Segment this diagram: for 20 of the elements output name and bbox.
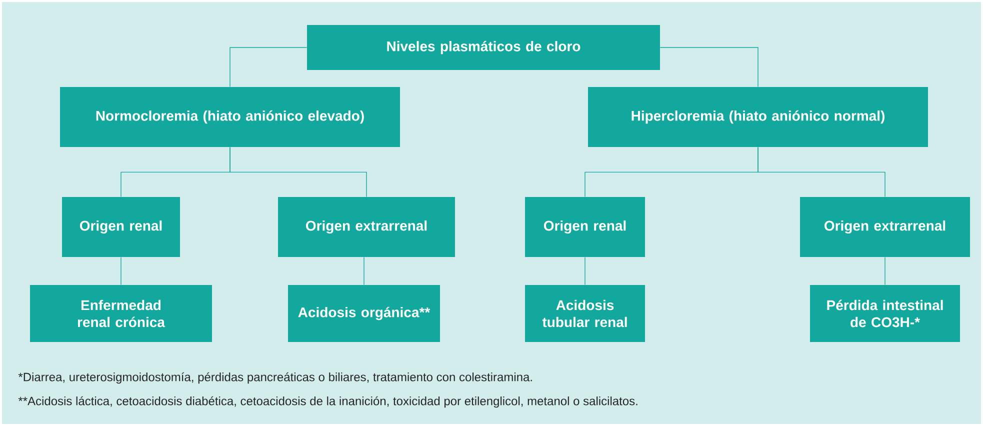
connector-line (758, 146, 886, 198)
process-box: Origen extrarrenal (800, 197, 970, 257)
connector-line (584, 256, 586, 286)
footnote: *Diarrea, ureterosigmoidostomía, pérdidas pancreáticas o biliares, tratamiento con colestiramina. (18, 372, 532, 384)
process-box: Enfermedad renal crónica (30, 285, 212, 342)
connector-line (230, 47, 308, 88)
footnote: **Acidosis láctica, cetoacidosis diabética, cetoacidosis de la inanición, toxicidad por etilenglicol, metanol o salicilatos. (18, 396, 638, 408)
connector-line (120, 256, 122, 286)
process-box: Pérdida intestinal de CO3H-* (810, 285, 960, 342)
process-box: Origen renal (525, 197, 645, 257)
connector-line (884, 256, 886, 286)
process-box: Normocloremia (hiato aniónico elevado) (60, 87, 400, 147)
process-box: Origen renal (62, 197, 180, 257)
process-box: Acidosis tubular renal (525, 285, 645, 342)
process-box: Hipercloremia (hiato aniónico normal) (588, 87, 928, 147)
connector-line (660, 47, 758, 88)
connector-line (230, 146, 367, 198)
process-box: Acidosis orgánica** (288, 285, 440, 342)
process-box: Niveles plasmáticos de cloro (307, 25, 660, 70)
process-box: Origen extrarrenal (278, 197, 455, 257)
